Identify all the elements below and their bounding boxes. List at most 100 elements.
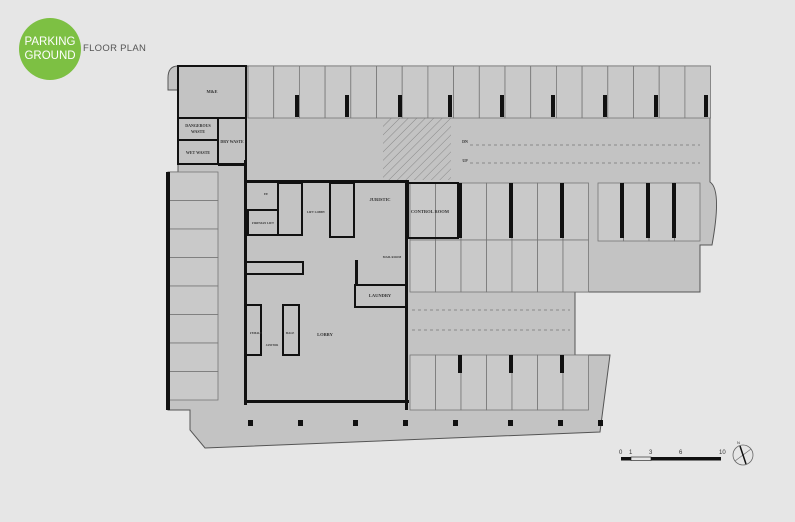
parking-stall — [556, 65, 583, 119]
parking-stall — [486, 182, 513, 241]
room-lobby: LOBBY — [317, 332, 334, 337]
parking-stall — [167, 314, 219, 344]
column — [295, 95, 299, 117]
scale-tick-label: 0 — [619, 450, 623, 456]
column — [508, 420, 513, 426]
room-control: CONTROL ROOM — [411, 209, 450, 214]
column — [403, 420, 408, 426]
column — [248, 420, 253, 426]
room-laundry: LAUNDRY — [369, 293, 392, 298]
column — [646, 183, 650, 238]
parking-stall — [460, 239, 487, 293]
room-dangerous-waste: DANGEROUS — [185, 123, 211, 128]
page-title: FLOOR PLAN — [83, 43, 147, 54]
column — [598, 420, 603, 426]
room-mail: MAIL ROOM — [383, 255, 402, 259]
parking-stall — [167, 285, 219, 315]
column — [298, 420, 303, 426]
column — [551, 95, 555, 117]
wall — [244, 400, 409, 403]
room-janitor: JANITOR — [266, 344, 280, 347]
parking-stall — [167, 200, 219, 230]
wall — [166, 172, 170, 410]
parking-stall — [298, 65, 326, 119]
parking-stall — [435, 354, 462, 411]
parking-stall — [537, 239, 564, 293]
column — [560, 355, 564, 373]
column — [620, 183, 624, 238]
parking-stall — [486, 239, 513, 293]
parking-stall — [409, 239, 436, 293]
parking-stall — [511, 354, 538, 411]
north-arrow-icon: N — [732, 440, 754, 466]
column — [509, 183, 513, 238]
column — [458, 355, 462, 373]
wall — [244, 180, 409, 183]
parking-stall — [511, 182, 538, 241]
room-wet-waste: WET WASTE — [186, 150, 211, 155]
parking-stalls — [167, 65, 712, 411]
rooms — [177, 65, 459, 356]
parking-stall — [648, 182, 675, 242]
parking-stall — [562, 239, 589, 293]
ramp-hatch — [383, 118, 451, 180]
badge-line-2: GROUND — [24, 50, 76, 62]
parking-stall — [530, 65, 557, 119]
scale-tick-label: 10 — [719, 450, 726, 456]
parking-stall — [562, 354, 589, 411]
parking-stall — [511, 239, 538, 293]
room-lift-lobby: LIFT LOBBY — [307, 210, 326, 214]
column — [458, 183, 462, 238]
parking-stall — [486, 354, 513, 411]
parking-stall — [167, 257, 219, 287]
parking-stall — [562, 182, 589, 241]
parking-stall — [247, 65, 275, 119]
scale-tick-label: 3 — [649, 450, 653, 456]
parking-stall — [167, 171, 219, 201]
parking-stall — [401, 65, 429, 119]
column — [509, 355, 513, 373]
parking-stall — [504, 65, 532, 119]
parking-ground-badge: PARKING GROUND — [19, 18, 81, 80]
parking-stall — [167, 342, 219, 372]
room-dry-waste: DRY WASTE — [220, 139, 244, 144]
parking-stall — [597, 182, 624, 242]
column — [453, 420, 458, 426]
scale-tick-label: 6 — [679, 450, 683, 456]
parking-stall — [409, 182, 436, 241]
parking-stall — [658, 65, 686, 119]
parking-stall — [350, 65, 377, 119]
column — [353, 420, 358, 426]
column — [398, 95, 402, 117]
column — [345, 95, 349, 117]
ramp-down-label: DN — [462, 139, 468, 144]
parking-stall — [460, 182, 487, 241]
column — [654, 95, 658, 117]
column — [603, 95, 607, 117]
room-fireman-lift: FIREMAN LIFT — [252, 221, 274, 225]
column — [672, 183, 676, 238]
column — [704, 95, 708, 117]
parking-stall — [537, 354, 564, 411]
parking-stall — [167, 228, 219, 258]
column — [448, 95, 452, 117]
parking-stall — [460, 354, 487, 411]
badge-line-1: PARKING — [24, 36, 76, 48]
column — [558, 420, 563, 426]
parking-stall — [453, 65, 480, 119]
parking-stall — [674, 182, 701, 242]
parking-stall — [435, 239, 462, 293]
room-ee: EE — [264, 192, 268, 196]
room-female: FEMALE — [250, 332, 262, 335]
parking-stall — [167, 371, 219, 401]
parking-stall — [409, 354, 436, 411]
scale-tick-label: 1 — [629, 450, 633, 456]
column — [500, 95, 504, 117]
parking-stall — [376, 65, 403, 119]
ramp-up-label: UP — [462, 158, 468, 163]
parking-stall — [623, 182, 650, 242]
wall — [355, 260, 358, 285]
parking-stall — [607, 65, 634, 119]
